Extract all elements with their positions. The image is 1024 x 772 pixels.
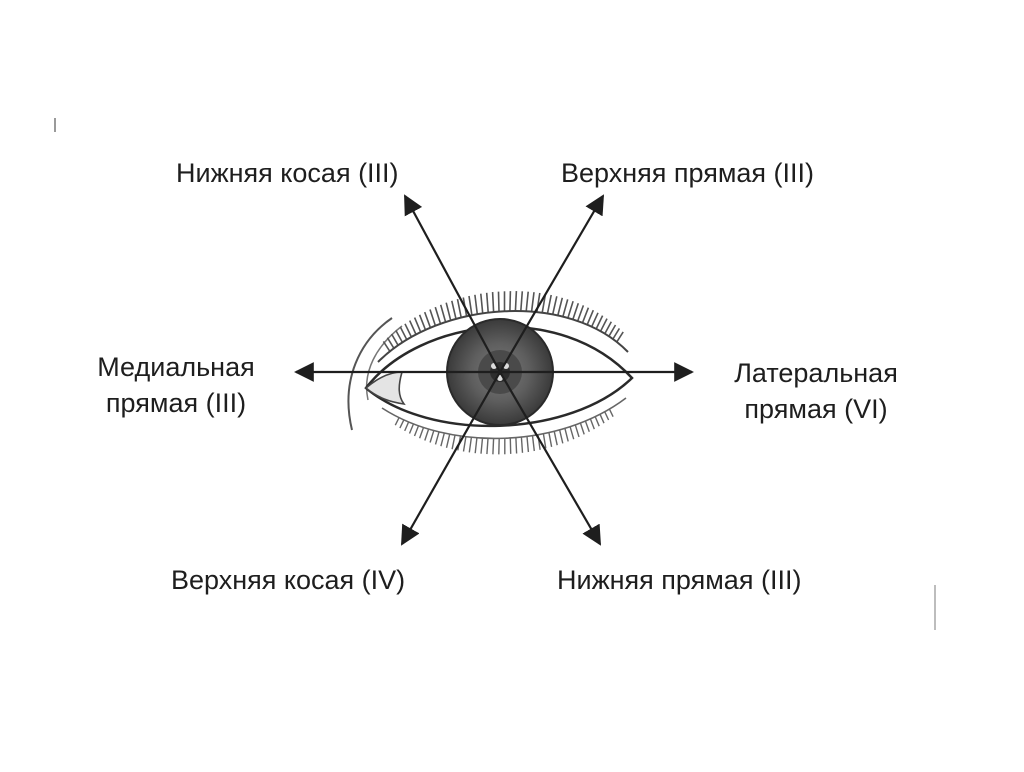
eyelash <box>532 292 534 311</box>
eyelash <box>575 425 579 437</box>
eyelash <box>554 431 557 445</box>
eyelash <box>420 315 426 330</box>
eyelash <box>441 305 446 322</box>
eyelash <box>383 341 390 351</box>
eyelash <box>447 434 450 448</box>
eyelash <box>601 319 607 332</box>
eyelash <box>481 294 483 314</box>
eyelash <box>430 310 435 326</box>
eyelash <box>585 421 589 432</box>
eyelash <box>493 292 494 312</box>
eyelash <box>425 429 429 440</box>
eyelash <box>587 310 593 325</box>
eyelash <box>565 428 568 441</box>
eyelash <box>493 438 494 454</box>
eyelash <box>415 426 419 436</box>
eyelash <box>481 438 483 454</box>
eyelash <box>420 428 424 439</box>
eyelash <box>590 419 594 429</box>
eyelash <box>487 438 488 454</box>
inner-canthus <box>366 372 404 404</box>
eyelash <box>527 436 528 452</box>
eyelash <box>568 301 573 318</box>
eyelash <box>392 334 399 345</box>
label-lateral-line1: Латеральная <box>710 355 922 391</box>
eyelash <box>475 295 477 314</box>
eyelash <box>469 296 472 315</box>
eyelash <box>580 423 584 434</box>
eyelash <box>410 321 416 335</box>
eyelash <box>570 427 574 440</box>
eyelash <box>592 313 598 327</box>
eyelash <box>435 307 440 324</box>
label-medial-rectus: Медиальная прямая (III) <box>74 349 278 421</box>
eyelash <box>605 412 609 420</box>
eyelash <box>452 435 455 449</box>
eyelash <box>436 432 440 445</box>
label-medial-line1: Медиальная <box>74 349 278 385</box>
eyelash <box>387 338 394 349</box>
eyelash <box>558 298 563 316</box>
eyelash <box>499 292 500 312</box>
label-superior-rectus: Верхняя прямая (III) <box>561 155 814 191</box>
eyelash <box>583 308 589 323</box>
eyelash <box>400 327 406 340</box>
label-medial-line2: прямая (III) <box>74 385 278 421</box>
label-lateral-rectus: Латеральная прямая (VI) <box>710 355 922 427</box>
eyelash <box>560 430 563 444</box>
eyelash <box>573 303 578 319</box>
eyelash <box>516 438 517 454</box>
eyelash <box>441 433 444 446</box>
eyelash <box>521 437 522 453</box>
eyelash <box>609 325 616 336</box>
eyelash <box>405 422 409 431</box>
eyelash <box>548 295 552 314</box>
eyelash <box>395 418 399 426</box>
eyelash <box>425 312 431 328</box>
eyelash <box>469 437 471 452</box>
label-lateral-line2: прямая (VI) <box>710 391 922 427</box>
eyelash <box>405 324 411 337</box>
eyelash <box>600 414 604 423</box>
eyelash <box>515 291 516 311</box>
eyelash <box>596 316 602 329</box>
eyelash <box>400 420 404 428</box>
eyelash <box>452 301 456 319</box>
label-superior-oblique: Верхняя косая (IV) <box>171 562 405 598</box>
eyelash <box>446 303 451 321</box>
eyelash <box>415 318 421 333</box>
eyelash <box>458 299 462 318</box>
eyelash <box>613 328 620 339</box>
eyelash <box>396 331 403 343</box>
eyelash <box>475 438 477 453</box>
eyelash <box>526 292 528 312</box>
eyelash <box>553 296 557 314</box>
eyelash <box>617 332 623 342</box>
eyelash <box>410 424 414 434</box>
eyelash <box>533 436 535 451</box>
label-inferior-oblique: Нижняя косая (III) <box>176 155 399 191</box>
eyelash <box>464 437 466 452</box>
eyelash <box>549 433 552 447</box>
eyelash <box>510 291 511 311</box>
eyelash <box>563 299 568 316</box>
eyelash <box>609 409 613 417</box>
label-inferior-rectus: Нижняя прямая (III) <box>557 562 801 598</box>
eyelash <box>430 431 434 443</box>
eyelash <box>595 417 599 427</box>
eyelash <box>605 322 612 334</box>
eyelash <box>578 305 584 321</box>
eyelash <box>521 291 523 311</box>
eyelash <box>487 293 489 313</box>
